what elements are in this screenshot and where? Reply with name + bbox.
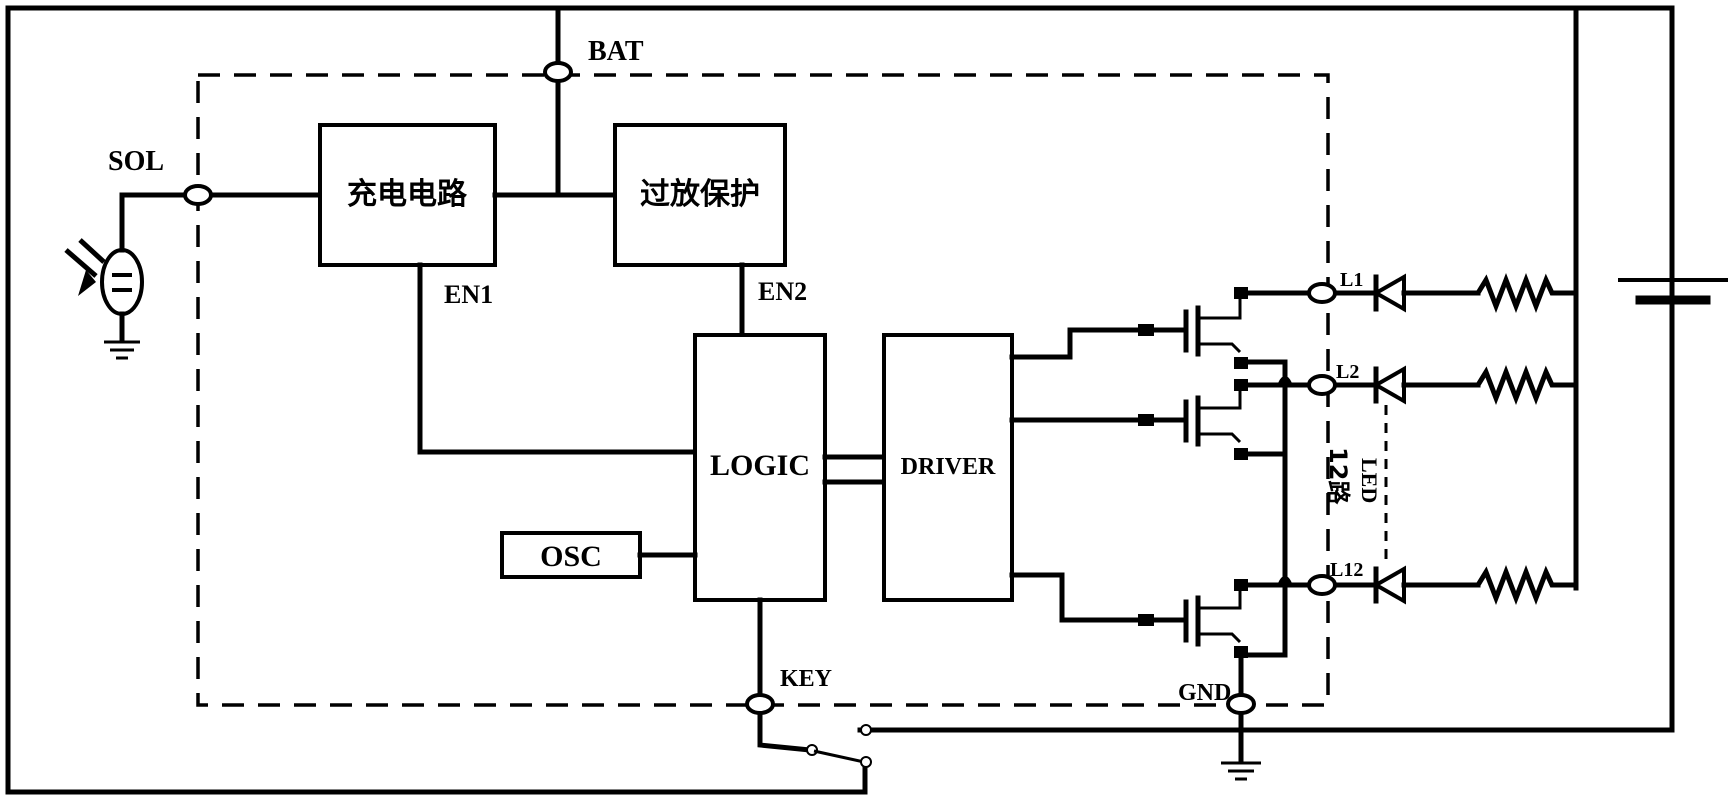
pin-l2 (1309, 376, 1335, 394)
mosfet-1 (1138, 287, 1322, 369)
l12-label: L12 (1330, 559, 1363, 581)
driver-label: DRIVER (901, 454, 996, 480)
pin-bat (545, 63, 571, 81)
led-diode-2 (1376, 369, 1404, 401)
en2-label: EN2 (758, 277, 807, 306)
l1-label: L1 (1340, 269, 1363, 291)
ground-icon (1221, 763, 1261, 779)
solar-cell (66, 195, 195, 358)
gnd-label: GND (1178, 680, 1231, 706)
over-discharge-label: 过放保护 (640, 177, 760, 212)
mosfet-2 (1138, 379, 1322, 461)
pin-sol (185, 186, 211, 204)
pin-l1 (1309, 284, 1335, 302)
led-diode-1 (1376, 277, 1404, 309)
en1-label: EN1 (444, 280, 493, 309)
sol-label: SOL (108, 146, 164, 177)
led-count-label: 12路 (1324, 447, 1352, 505)
battery-icon (1618, 8, 1728, 730)
outer-wiring (8, 8, 1672, 792)
key-switch (760, 704, 871, 767)
charge-circuit-label: 充电电路 (347, 177, 468, 212)
resistor-1 (1478, 280, 1570, 306)
resistor-2 (1478, 372, 1576, 398)
osc-label: OSC (540, 540, 602, 573)
pin-gnd (1228, 695, 1254, 713)
solar-cell-symbol (102, 250, 142, 314)
led-type-label: LED (1357, 458, 1382, 503)
pin-key (747, 695, 773, 713)
led-diode-12 (1376, 569, 1404, 601)
mosfet-12 (1138, 579, 1322, 659)
ground-icon (104, 342, 140, 358)
l2-label: L2 (1336, 361, 1359, 383)
light-arrow-icon (80, 240, 104, 262)
bat-label: BAT (588, 36, 644, 67)
key-label: KEY (780, 666, 832, 692)
resistor-12 (1478, 572, 1576, 598)
logic-label: LOGIC (710, 449, 810, 482)
